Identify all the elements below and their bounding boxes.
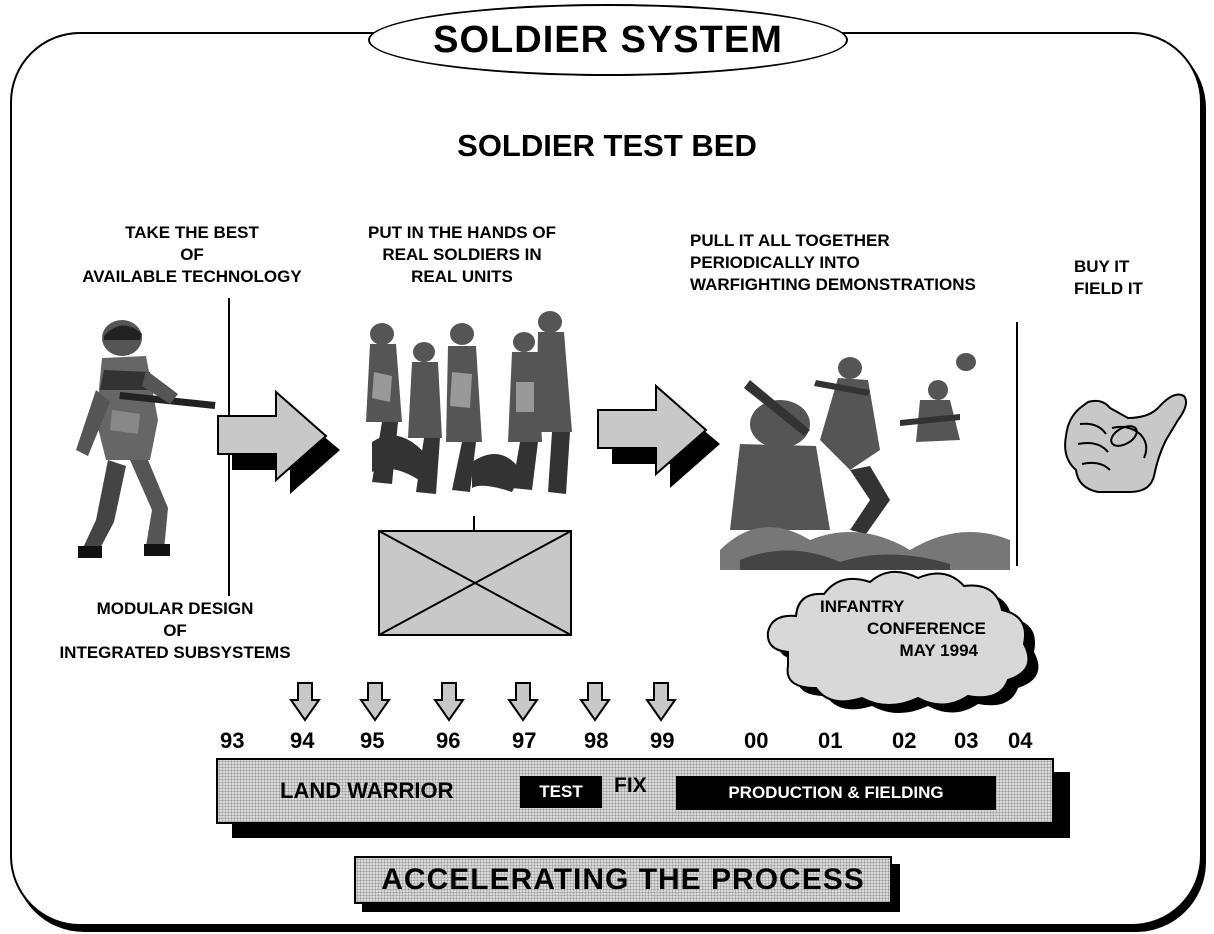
soldier-running-illustration — [76, 320, 216, 558]
soldier-group-illustration — [366, 311, 572, 494]
caption-line: REAL SOLDIERS IN — [382, 245, 542, 264]
caption-line: PULL IT ALL TOGETHER — [690, 231, 890, 250]
caption-line: MODULAR DESIGN — [96, 599, 254, 618]
year-label: 04 — [1008, 728, 1033, 753]
cloud-line: CONFERENCE — [866, 619, 986, 638]
subtitle: SOLDIER TEST BED — [457, 128, 757, 163]
caption-hands: PUT IN THE HANDS OF REAL SOLDIERS IN REA… — [332, 222, 592, 288]
caption-pull-together: PULL IT ALL TOGETHER PERIODICALLY INTO W… — [690, 230, 976, 296]
year-label: 97 — [512, 728, 537, 753]
caption-line: OF — [163, 621, 187, 640]
caption-line: INTEGRATED SUBSYSTEMS — [59, 643, 291, 662]
year-label: 96 — [436, 728, 461, 753]
right-arrow-icon — [217, 389, 340, 494]
fix-phase: FIX — [614, 774, 647, 797]
caption-line: OF — [180, 245, 204, 264]
caption-line: PERIODICALLY INTO — [690, 253, 860, 272]
caption-line: BUY IT — [1074, 257, 1130, 276]
year-label: 99 — [650, 728, 675, 753]
caption-line: AVAILABLE TECHNOLOGY — [82, 267, 302, 286]
cloud-text: INFANTRY CONFERENCE MAY 1994 — [810, 596, 986, 662]
caption-line: REAL UNITS — [411, 267, 513, 286]
cloud-line: MAY 1994 — [899, 641, 978, 660]
caption-take-best: TAKE THE BEST OF AVAILABLE TECHNOLOGY — [72, 222, 312, 288]
down-arrow-icon — [579, 682, 611, 722]
caption-line: PUT IN THE HANDS OF — [368, 223, 556, 242]
cloud-icon — [766, 571, 1039, 713]
production-phase: PRODUCTION & FIELDING — [676, 776, 996, 810]
year-label: 98 — [584, 728, 609, 753]
caption-line: TAKE THE BEST — [125, 223, 259, 242]
year-label: 01 — [818, 728, 843, 753]
accelerating-label: ACCELERATING THE PROCESS — [354, 856, 892, 904]
placeholder-box-icon — [378, 530, 572, 636]
caption-line: FIELD IT — [1074, 279, 1143, 298]
caption-line: WARFIGHTING DEMONSTRATIONS — [690, 275, 976, 294]
year-label: 95 — [360, 728, 385, 753]
down-arrow-icon — [289, 682, 321, 722]
down-arrow-icon — [433, 682, 465, 722]
year-label: 93 — [220, 728, 245, 753]
down-arrow-icon — [507, 682, 539, 722]
thumbs-up-hand-icon — [1064, 393, 1187, 493]
land-warrior-label: LAND WARRIOR — [280, 778, 454, 803]
connector-line — [473, 516, 475, 532]
year-label: 00 — [744, 728, 769, 753]
caption-buy-field: BUY IT FIELD IT — [1074, 256, 1143, 300]
cloud-line: INFANTRY — [820, 597, 905, 616]
down-arrow-icon — [645, 682, 677, 722]
divider-line — [1016, 322, 1018, 566]
caption-modular-design: MODULAR DESIGN OF INTEGRATED SUBSYSTEMS — [30, 598, 320, 664]
year-label: 03 — [954, 728, 979, 753]
page-title: SOLDIER SYSTEM — [368, 4, 848, 76]
right-arrow-icon — [597, 383, 720, 488]
year-label: 02 — [892, 728, 917, 753]
down-arrow-icon — [359, 682, 391, 722]
combat-scene-illustration — [720, 353, 1010, 570]
test-phase: TEST — [520, 776, 602, 808]
timeline-bar: LAND WARRIOR TEST FIX PRODUCTION & FIELD… — [216, 758, 1054, 824]
year-label: 94 — [290, 728, 315, 753]
